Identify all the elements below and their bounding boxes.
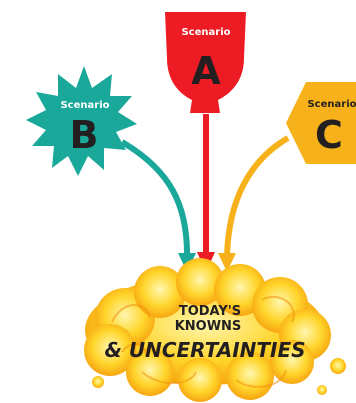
scenario-a-letter: A: [191, 49, 221, 93]
knowns-uncertainties-cloud: TODAY'S KNOWNS & UNCERTAINTIES: [84, 258, 346, 402]
center-line-1: TODAY'S: [179, 304, 241, 319]
center-line-3: & UNCERTAINTIES: [104, 338, 305, 362]
arrow-c-to-center: [218, 135, 290, 272]
scenario-b-word: Scenario: [60, 100, 109, 111]
scenario-c-letter: C: [315, 113, 343, 157]
scenario-a-word: Scenario: [181, 27, 230, 38]
arrow-a-to-center: [197, 114, 215, 272]
arrow-b-to-center: [120, 139, 196, 272]
center-line-2: KNOWNS: [175, 319, 242, 334]
scenario-c-badge: Scenario C: [286, 82, 356, 164]
scenario-c-shape: [286, 82, 356, 164]
scenario-b-shape: [26, 66, 137, 176]
scenario-a-badge: Scenario A: [165, 12, 246, 113]
scenario-c-word: Scenario: [307, 99, 356, 110]
scenario-b-letter: B: [70, 113, 99, 157]
scenario-a-shape: [165, 12, 246, 113]
scenario-b-badge: Scenario B: [26, 66, 137, 176]
